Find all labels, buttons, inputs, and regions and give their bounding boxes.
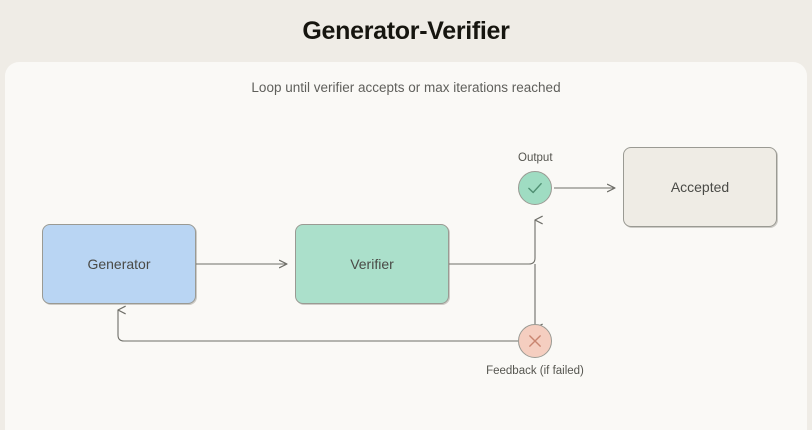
node-output-circle[interactable] [518, 171, 552, 205]
diagram-card: Loop until verifier accepts or max itera… [5, 62, 807, 430]
loop-caption: Loop until verifier accepts or max itera… [251, 80, 561, 95]
node-feedback-circle[interactable] [518, 324, 552, 358]
page-title-text: Generator-Verifier [302, 16, 510, 45]
check-icon [528, 182, 542, 194]
diagram-edges [117, 62, 807, 342]
cross-icon [529, 335, 541, 347]
node-generator[interactable]: Generator [42, 224, 196, 304]
node-verifier-label: Verifier [350, 256, 394, 272]
node-accepted-label: Accepted [670, 179, 730, 195]
node-output-label: Output [518, 152, 553, 164]
edge-feedback-to-generator [117, 305, 518, 342]
node-accepted[interactable]: Accepted [623, 147, 777, 227]
page-title: Generator-Verifier [0, 0, 812, 62]
edge-verifier-to-junction [449, 215, 543, 333]
node-verifier[interactable]: Verifier [295, 224, 449, 304]
node-feedback-label: Feedback (if failed) [486, 365, 584, 377]
node-generator-label: Generator [87, 256, 151, 272]
